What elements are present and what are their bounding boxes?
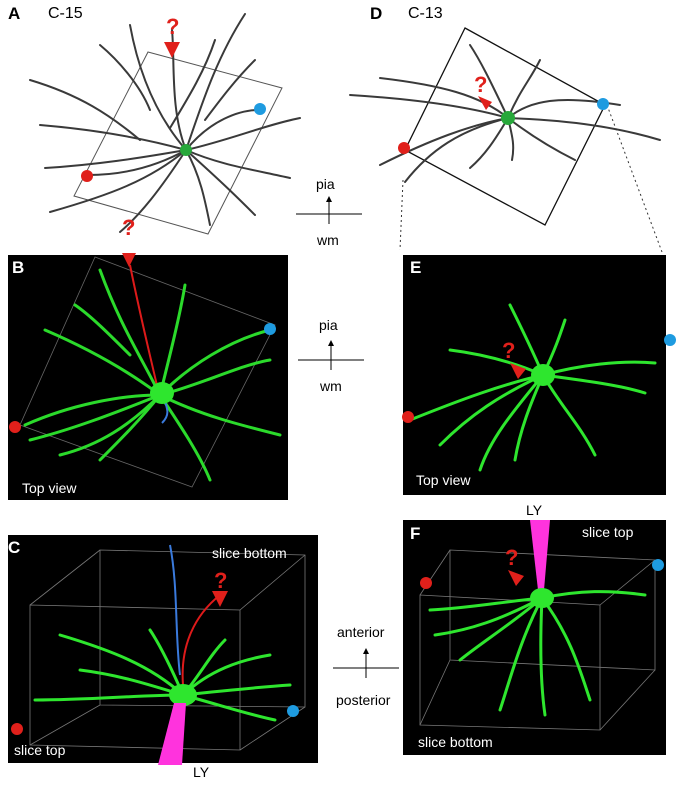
axis-up-label-3: anterior	[337, 624, 385, 640]
panel-e-neuron	[402, 303, 676, 472]
ly-pipette-f	[530, 520, 550, 590]
axis-down-label-2: wm	[320, 378, 342, 394]
red-arrowhead-f	[508, 570, 524, 586]
question-mark-b: ?	[122, 215, 136, 240]
view-label-b: Top view	[22, 480, 77, 496]
panel-c-neuron	[11, 544, 306, 765]
slice-label-c-top-right: slice bottom	[212, 545, 287, 561]
red-marker-c	[11, 723, 23, 735]
red-arrowhead-b	[122, 253, 136, 267]
panel-label-d: D	[370, 4, 383, 23]
red-marker-b	[9, 421, 21, 433]
cell-id-d: C-13	[408, 5, 443, 22]
blue-marker-d	[597, 98, 609, 110]
slice-label-c-bottom-left: slice top	[14, 742, 66, 758]
red-arrowhead-d	[478, 96, 492, 110]
question-mark-a: ?	[166, 14, 180, 39]
red-marker-e	[402, 411, 414, 423]
soma-marker-d	[501, 111, 515, 125]
axis-up-label-2: pia	[319, 317, 338, 333]
red-arrowhead-e	[510, 363, 526, 379]
red-marker-a	[81, 170, 93, 182]
question-mark-c: ?	[214, 568, 228, 593]
panel-c-image	[8, 535, 318, 763]
blue-marker-f	[652, 559, 664, 571]
axis-indicator-3	[333, 648, 399, 678]
question-mark-e: ?	[502, 338, 516, 363]
panel-label-f: F	[410, 524, 421, 543]
panel-label-e: E	[410, 258, 422, 277]
ly-label-c: LY	[193, 764, 210, 780]
blue-marker-b	[264, 323, 276, 335]
blue-marker-e	[664, 334, 676, 346]
red-marker-f	[420, 577, 432, 589]
question-mark-d: ?	[474, 72, 488, 97]
view-label-e: Top view	[416, 472, 471, 488]
axis-indicator-1	[296, 196, 362, 224]
panel-label-b: B	[12, 258, 25, 277]
slice-label-f-top-right: slice top	[582, 524, 634, 540]
blue-marker-a	[254, 103, 266, 115]
soma-marker-a	[180, 144, 192, 156]
axis-down-label-3: posterior	[336, 692, 391, 708]
panel-b-image	[8, 255, 288, 500]
red-arrowhead-c	[212, 591, 228, 607]
panel-b-neuron	[9, 253, 282, 488]
red-marker-d	[398, 142, 410, 154]
axis-indicator-2	[298, 340, 364, 370]
ly-pipette-c	[158, 703, 186, 765]
panel-label-c: C	[8, 538, 21, 557]
blue-marker-c	[287, 705, 299, 717]
panel-d-tracing	[349, 27, 663, 253]
panel-label-a: A	[8, 4, 21, 23]
cell-id-a: C-15	[48, 5, 83, 22]
question-mark-f: ?	[505, 545, 519, 570]
axis-up-label-1: pia	[316, 176, 335, 192]
axis-down-label-1: wm	[317, 232, 339, 248]
slice-label-f-bottom-left: slice bottom	[418, 734, 493, 750]
panel-f-neuron	[419, 520, 664, 731]
panel-a-tracing	[29, 13, 301, 235]
ly-label-f: LY	[526, 502, 543, 518]
red-arrowhead-a	[164, 42, 180, 58]
